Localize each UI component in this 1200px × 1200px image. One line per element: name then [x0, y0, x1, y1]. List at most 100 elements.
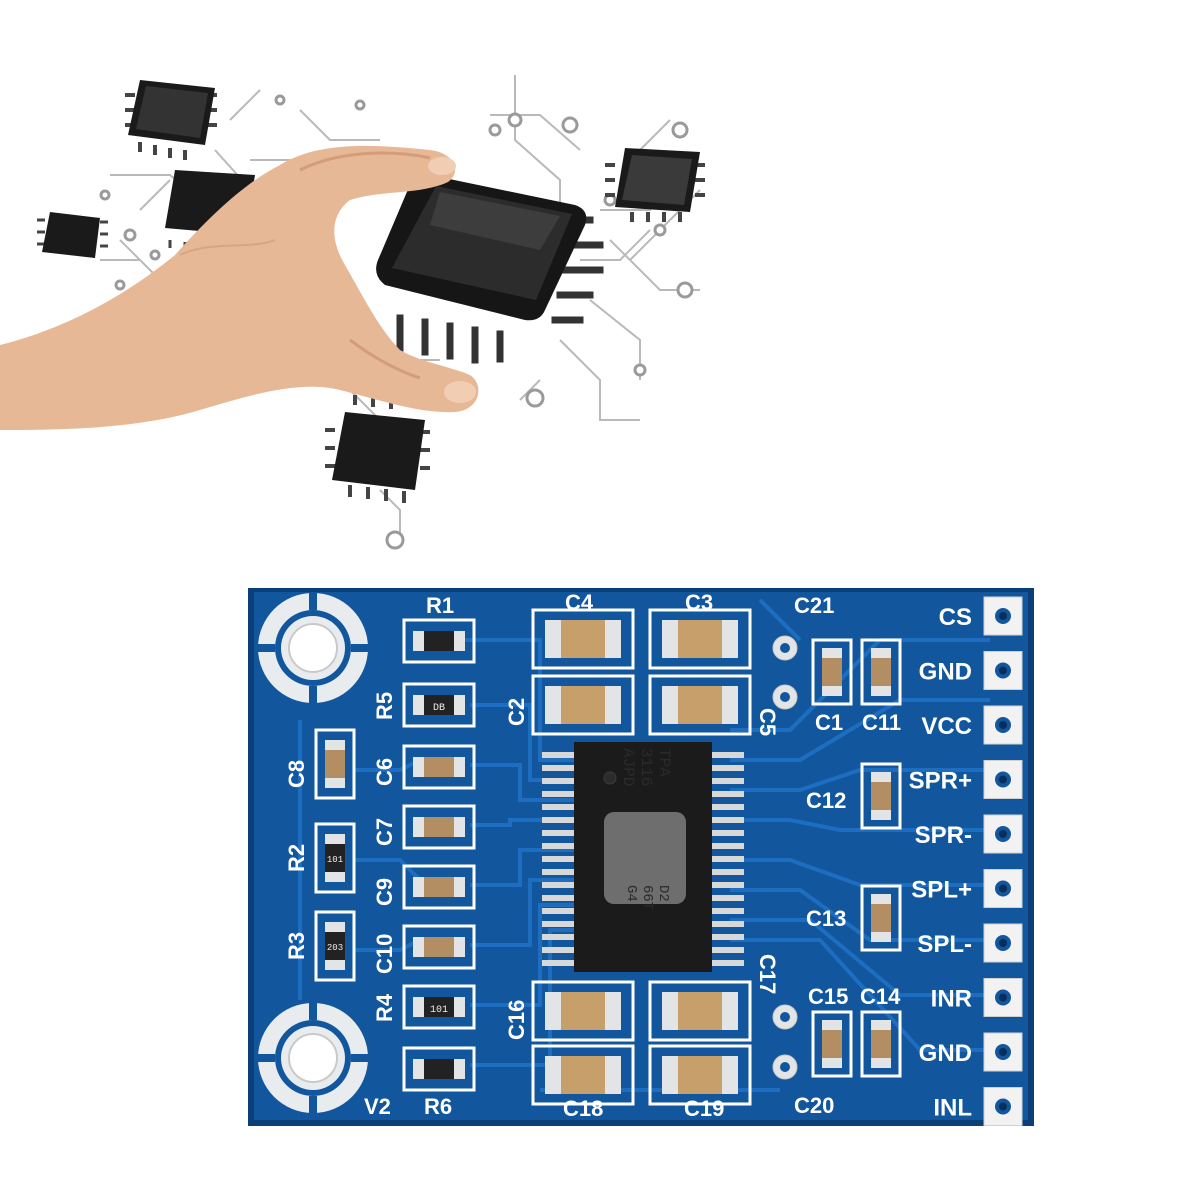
- capacitor-c9: [402, 864, 476, 910]
- label-r5: R5: [372, 692, 397, 720]
- label-c5: C5: [755, 708, 780, 736]
- resistor-r5: DB: [402, 682, 476, 728]
- header-pin-label: INL: [933, 1095, 972, 1122]
- capacitor-c7: [402, 804, 476, 850]
- mounting-hole-bottom: [257, 1002, 369, 1114]
- header-pin-hole-inner: [999, 830, 1007, 838]
- pcb-board: DB: [248, 588, 1034, 1126]
- chip-right: [605, 148, 705, 222]
- ic-marking-line2: 3116: [637, 748, 655, 786]
- header-pin-hole-inner: [999, 884, 1007, 893]
- resistor-r4-code: 101: [430, 1005, 448, 1016]
- ic-pin-left: [542, 791, 576, 797]
- ic-pin-left: [542, 830, 576, 836]
- ic-pin-right: [710, 843, 744, 849]
- hand: [0, 145, 479, 430]
- label-c4: C4: [565, 590, 594, 615]
- header-pin-label: VCC: [921, 713, 972, 740]
- ic-pin-left: [542, 882, 576, 888]
- label-c8: C8: [284, 760, 309, 788]
- resistor-r2: 101: [314, 822, 356, 894]
- capacitor-c11: [860, 638, 902, 706]
- header-pin-hole-inner: [999, 721, 1007, 729]
- ic-pin-right: [710, 882, 744, 888]
- label-c19: C19: [684, 1096, 724, 1121]
- ic-pin-right: [710, 778, 744, 784]
- header-pin-hole-inner: [999, 1048, 1007, 1056]
- header-pin-hole-inner: [999, 1102, 1007, 1111]
- label-c6: C6: [372, 758, 397, 786]
- label-c10: C10: [372, 934, 397, 974]
- ic-pin-left: [542, 817, 576, 823]
- label-c16: C16: [504, 1000, 529, 1040]
- ic-pin-right: [710, 830, 744, 836]
- ic-pin-right: [710, 856, 744, 862]
- resistor-r2-code: 101: [327, 855, 343, 865]
- capacitor-c13: [860, 884, 902, 952]
- ic-pin-left: [542, 856, 576, 862]
- capacitor-c3: [662, 620, 738, 658]
- pcb-vias: [772, 635, 798, 1080]
- ic-marking-lower3: G4: [623, 885, 639, 902]
- label-c15: C15: [808, 984, 848, 1009]
- capacitor-c4: [545, 620, 621, 658]
- ic-pin-left: [542, 921, 576, 927]
- ic-marking-line3: AJPD: [619, 748, 637, 786]
- resistor-r3: 203: [314, 910, 356, 982]
- label-c20: C20: [794, 1093, 834, 1118]
- header-pin-label: SPR-: [915, 822, 972, 849]
- ic-pin-right: [710, 895, 744, 901]
- header-pin-hole-inner: [999, 775, 1007, 784]
- pcb-traces: [298, 598, 990, 1092]
- header-pin-label: SPR+: [909, 768, 972, 795]
- header-pin-label: GND: [919, 1040, 972, 1067]
- header-pin-label: SPL+: [911, 877, 972, 904]
- label-r1: R1: [426, 593, 454, 618]
- resistor-r6: [402, 1046, 476, 1092]
- bottom-capacitor-array: [531, 980, 752, 1106]
- resistor-r4: 101: [402, 984, 476, 1030]
- resistor-r5-code: DB: [433, 703, 445, 714]
- top-capacitor-array: [531, 608, 752, 736]
- ic-pin-left: [542, 934, 576, 940]
- capacitor-c18: [545, 1056, 621, 1094]
- ic-pin-left: [542, 895, 576, 901]
- capacitor-c10: [402, 924, 476, 970]
- chip-main: [376, 173, 604, 364]
- circuit-illustration: [0, 75, 705, 550]
- label-c1: C1: [815, 710, 843, 735]
- ic-pins: [542, 752, 744, 966]
- ic-pin-left: [542, 947, 576, 953]
- ic-pin-left: [542, 765, 576, 771]
- ic-pin-right: [710, 960, 744, 966]
- capacitor-c8: [314, 728, 356, 800]
- capacitor-c2: [545, 686, 621, 724]
- ic-pin-right: [710, 869, 744, 875]
- header-pin-hole-inner: [999, 612, 1007, 620]
- label-v2: V2: [364, 1094, 391, 1119]
- ic-pin-left: [542, 778, 576, 784]
- capacitor-c6: [402, 744, 476, 790]
- ic-pin-right: [710, 934, 744, 940]
- ic-pin-left: [542, 804, 576, 810]
- label-c18: C18: [563, 1096, 603, 1121]
- capacitor-c12: [860, 762, 902, 830]
- header-pin-hole-inner: [999, 666, 1007, 675]
- chip-bottom: [325, 395, 430, 503]
- ic-pin-left: [542, 869, 576, 875]
- ic-pin-right: [710, 947, 744, 953]
- ic-pin-right: [710, 791, 744, 797]
- label-c7: C7: [372, 818, 397, 846]
- ic-pin-right: [710, 804, 744, 810]
- capacitor-c5: [662, 686, 738, 724]
- label-c17: C17: [755, 954, 780, 994]
- label-c3: C3: [685, 590, 713, 615]
- resistor-r3-code: 203: [327, 943, 343, 953]
- label-c12: C12: [806, 788, 846, 813]
- header-pin-hole-inner: [999, 939, 1007, 947]
- header-pin-label: GND: [919, 659, 972, 686]
- ic-pin-right: [710, 765, 744, 771]
- pcb-via-holes: [780, 643, 790, 1072]
